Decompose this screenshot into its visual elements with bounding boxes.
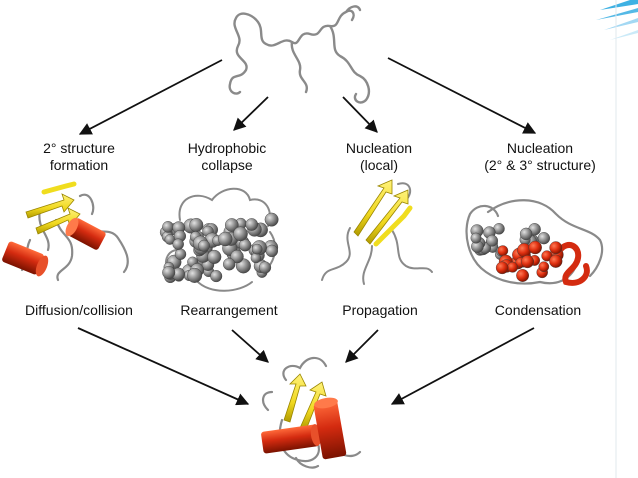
atom-sphere — [486, 234, 498, 247]
arrow-to-pathway-1 — [78, 59, 223, 135]
beta-strand — [353, 179, 393, 237]
atom-sphere — [207, 249, 222, 264]
atom-sphere — [162, 266, 176, 280]
atom-sphere — [507, 261, 518, 273]
atom-sphere — [528, 240, 542, 255]
atom-sphere — [549, 254, 563, 268]
alpha-helix-cylinder — [65, 217, 106, 250]
atom-sphere — [224, 218, 239, 232]
pathway-3-top-label: Nucleation (local) — [345, 140, 413, 173]
atom-sphere — [198, 239, 210, 252]
structure-hydrophobic-collapse — [159, 187, 279, 292]
atom-sphere — [230, 249, 244, 264]
atom-sphere — [172, 238, 184, 250]
beta-strand — [283, 373, 307, 423]
atom-sphere — [495, 261, 509, 275]
atom-sphere — [537, 232, 551, 245]
structure-local-nucleation — [321, 179, 433, 285]
atom-sphere — [497, 245, 509, 257]
atom-sphere — [187, 267, 203, 283]
beta-strand — [41, 181, 77, 195]
atom-sphere — [189, 217, 204, 232]
atom-sphere — [519, 227, 533, 241]
pathway-1-top-label: 2° structure formation — [43, 140, 115, 173]
native-folded-structure — [261, 356, 362, 469]
atom-sphere — [549, 241, 563, 255]
atom-sphere — [516, 269, 529, 282]
arrow-to-pathway-4 — [387, 57, 537, 134]
structure-secondary-formation — [2, 181, 129, 282]
unfolded-chain — [228, 5, 371, 104]
atom-sphere — [233, 226, 248, 242]
atom-sphere — [174, 248, 187, 260]
atom-sphere — [250, 252, 262, 264]
beta-strand — [25, 193, 75, 219]
arrow-from-pathway-4 — [390, 327, 535, 405]
top-arrows — [78, 57, 537, 135]
beta-strand — [373, 205, 413, 247]
beta-strand — [365, 189, 409, 245]
atom-sphere — [245, 218, 258, 231]
alpha-helix-ribbon — [557, 241, 590, 286]
corner-decoration — [596, 0, 638, 478]
structure-condensation — [465, 199, 604, 286]
atom-sphere — [538, 261, 550, 273]
alpha-helix-cylinder — [2, 241, 49, 277]
atom-sphere — [210, 270, 223, 283]
pathway-4-bottom-label: Condensation — [494, 302, 582, 318]
pathway-4-top-label: Nucleation (2° & 3° structure) — [484, 140, 596, 173]
alpha-helix-cylinder — [261, 424, 322, 454]
atom-sphere — [470, 232, 482, 244]
atom-sphere — [218, 231, 233, 247]
atom-sphere — [265, 244, 278, 258]
alpha-helix-cylinder — [313, 397, 347, 460]
atom-sphere — [162, 221, 174, 233]
arrow-from-pathway-1 — [77, 327, 250, 406]
beta-strand — [299, 381, 327, 431]
arrow-from-pathway-3 — [345, 329, 379, 363]
arrow-to-pathway-3 — [342, 96, 378, 133]
atom-sphere — [258, 261, 272, 274]
pathway-2-bottom-label: Rearrangement — [180, 302, 278, 318]
arrow-to-pathway-2 — [233, 96, 269, 131]
atom-sphere — [251, 243, 263, 255]
atom-sphere — [521, 255, 535, 269]
pathway-2-top-label: Hydrophobic collapse — [187, 140, 267, 173]
bottom-arrows — [77, 327, 535, 406]
atom-sphere — [222, 258, 236, 271]
pathway-1-bottom-label: Diffusion/collision — [25, 302, 133, 318]
atom-sphere — [264, 212, 279, 227]
arrow-from-pathway-2 — [231, 329, 269, 363]
pathway-3-bottom-label: Propagation — [342, 302, 418, 318]
